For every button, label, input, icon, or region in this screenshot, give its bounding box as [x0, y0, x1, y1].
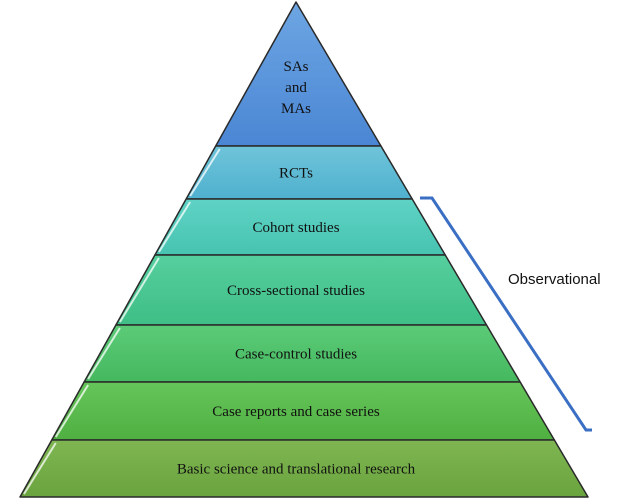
tier-highlight-basic-science	[23, 442, 57, 495]
tier-shape-basic-science	[19, 439, 589, 498]
tier-label-sas-mas-line-2: MAs	[281, 101, 311, 117]
tier-highlight-cross-sectional	[119, 257, 160, 323]
tier-label-case-control-line-0: Case-control studies	[235, 347, 357, 363]
tier-cohort: Cohort studies	[154, 198, 446, 256]
tier-rcts: RCTs	[185, 145, 413, 200]
observational-bracket-line	[420, 196, 592, 432]
tier-label-sas-mas-line-1: and	[285, 80, 307, 96]
tier-highlight-cohort	[158, 201, 192, 253]
tier-highlight-case-reports	[54, 384, 89, 438]
tier-label-basic-science-line-0: Basic science and translational research	[177, 462, 416, 478]
tier-label-rcts-line-0: RCTs	[279, 166, 313, 182]
observational-bracket: Observational	[420, 196, 601, 432]
tier-case-control: Case-control studies	[83, 324, 521, 383]
tier-cross-sectional: Cross-sectional studies	[115, 254, 488, 326]
tier-highlight-rcts	[189, 148, 221, 197]
tier-highlight-case-control	[87, 327, 121, 380]
observational-label: Observational	[508, 271, 601, 288]
tier-label-sas-mas-line-0: SAs	[283, 59, 308, 75]
tier-case-reports: Case reports and case series	[51, 381, 556, 441]
tier-basic-science: Basic science and translational research	[19, 439, 589, 498]
tier-label-cohort-line-0: Cohort studies	[252, 220, 339, 236]
tier-label-case-reports-line-0: Case reports and case series	[212, 404, 380, 420]
tier-label-cross-sectional-line-0: Cross-sectional studies	[227, 283, 365, 299]
